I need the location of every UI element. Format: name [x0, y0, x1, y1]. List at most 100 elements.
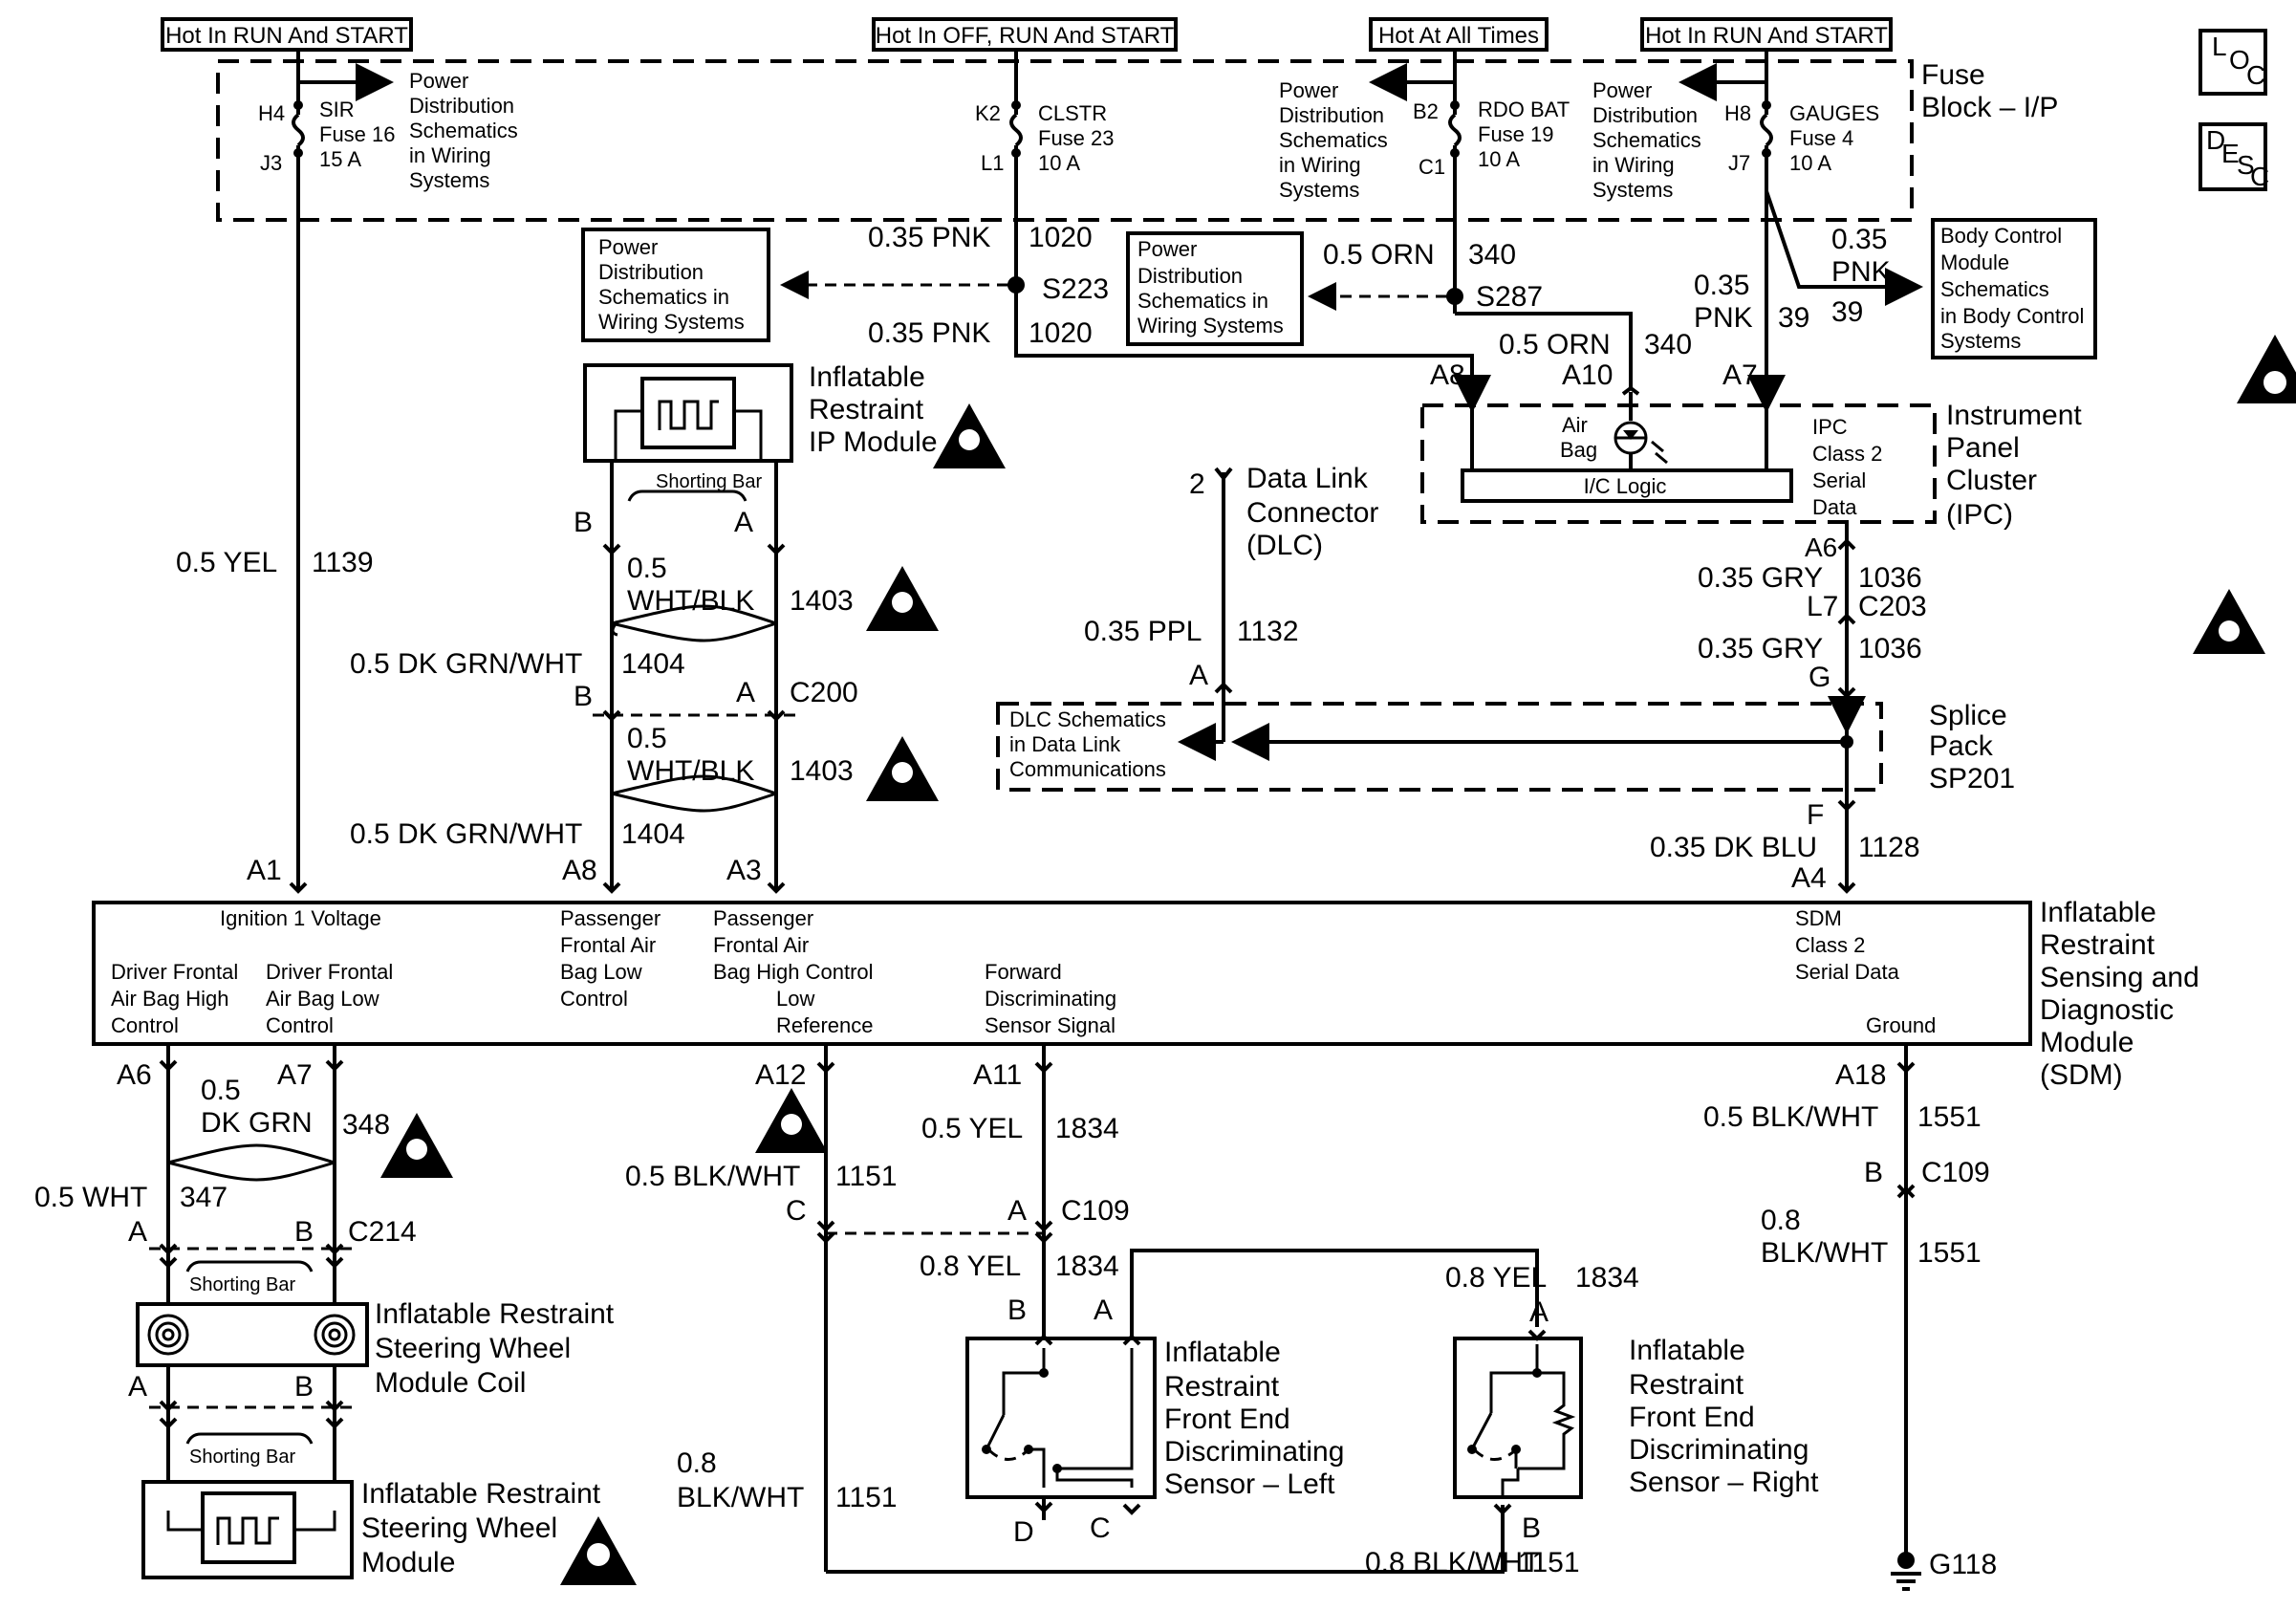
refbox-power-distribution-2[interactable]: Power Distribution Schematics in Wiring … [1126, 231, 1304, 346]
svg-text:0.35 DK BLU: 0.35 DK BLU [1650, 832, 1817, 863]
svg-text:B: B [294, 1216, 314, 1248]
svg-text:0.35: 0.35 [1694, 270, 1749, 301]
svg-text:Front End: Front End [1629, 1402, 1755, 1433]
warning-triangle-icon [933, 403, 1006, 468]
svg-text:C200: C200 [790, 677, 858, 708]
svg-text:Power: Power [1137, 237, 1197, 261]
svg-text:Schematics: Schematics [409, 119, 518, 142]
svg-text:Module: Module [2040, 1027, 2134, 1058]
svg-text:C: C [2246, 60, 2265, 90]
svg-text:SDM: SDM [1795, 906, 1842, 930]
svg-text:SP201: SP201 [1929, 763, 2015, 794]
svg-text:S: S [2237, 150, 2255, 180]
svg-text:C203: C203 [1858, 591, 1927, 622]
svg-text:A: A [736, 677, 755, 708]
fuse-sir: H4 J3 SIR Fuse 16 15 A Power Distributio… [258, 50, 518, 192]
svg-text:1834: 1834 [1055, 1113, 1119, 1144]
svg-text:B: B [1864, 1157, 1883, 1188]
svg-text:D: D [2206, 125, 2225, 155]
svg-text:Control: Control [111, 1013, 179, 1037]
svg-text:C: C [1090, 1512, 1111, 1544]
svg-text:10 A: 10 A [1789, 151, 1831, 175]
refbox-body-control-module[interactable]: Body Control Module Schematics in Body C… [1931, 218, 2097, 359]
svg-text:Passenger: Passenger [713, 906, 813, 930]
svg-text:Ignition 1 Voltage: Ignition 1 Voltage [220, 906, 381, 930]
svg-text:340: 340 [1644, 329, 1692, 360]
svg-text:Module: Module [1940, 250, 2009, 274]
svg-text:in Data Link: in Data Link [1009, 732, 1121, 756]
svg-text:1132: 1132 [1237, 616, 1299, 647]
loc-icon[interactable]: L O C [2199, 29, 2267, 96]
svg-text:J3: J3 [260, 151, 282, 175]
svg-text:Schematics: Schematics [1940, 277, 2049, 301]
svg-text:PNK: PNK [1831, 256, 1891, 288]
svg-text:1551: 1551 [1917, 1237, 1982, 1269]
svg-text:Fuse 16: Fuse 16 [319, 122, 396, 146]
svg-text:Air Bag Low: Air Bag Low [266, 987, 379, 1011]
svg-text:Serial Data: Serial Data [1795, 960, 1900, 984]
svg-text:0.5: 0.5 [627, 723, 667, 754]
svg-text:Restraint: Restraint [809, 394, 924, 425]
svg-text:IPC: IPC [1812, 415, 1848, 439]
svg-text:Wiring Systems: Wiring Systems [1137, 314, 1284, 337]
svg-text:Schematics: Schematics [1592, 128, 1701, 152]
svg-text:Pack: Pack [1929, 730, 1994, 762]
svg-text:0.8 YEL: 0.8 YEL [1445, 1262, 1547, 1294]
svg-text:1404: 1404 [621, 648, 685, 680]
svg-text:A: A [1529, 1296, 1549, 1328]
svg-text:B2: B2 [1413, 99, 1439, 123]
svg-text:Inflatable: Inflatable [1629, 1335, 1745, 1366]
svg-text:(DLC): (DLC) [1246, 530, 1323, 561]
svg-text:B: B [1007, 1295, 1027, 1326]
svg-text:Fuse 23: Fuse 23 [1038, 126, 1115, 150]
svg-text:Systems: Systems [1592, 178, 1673, 202]
svg-text:1036: 1036 [1858, 633, 1922, 664]
svg-text:GAUGES: GAUGES [1789, 101, 1879, 125]
svg-text:S223: S223 [1042, 273, 1109, 305]
svg-text:39: 39 [1778, 302, 1809, 334]
svg-text:Module: Module [361, 1547, 455, 1578]
svg-text:0.8: 0.8 [1761, 1205, 1801, 1236]
svg-text:A: A [1094, 1295, 1113, 1326]
svg-text:Inflatable: Inflatable [1164, 1337, 1281, 1368]
splice-pack-sp201: Splice Pack SP201 [996, 696, 2015, 794]
svg-text:Steering Wheel: Steering Wheel [361, 1512, 557, 1544]
svg-text:Distribution: Distribution [598, 260, 704, 284]
svg-text:Driver Frontal: Driver Frontal [111, 960, 238, 984]
svg-text:(IPC): (IPC) [1946, 499, 2013, 531]
svg-text:1834: 1834 [1575, 1262, 1639, 1294]
warning-triangle-icon [755, 1088, 828, 1153]
svg-text:A: A [1189, 660, 1208, 691]
svg-text:C214: C214 [348, 1216, 417, 1248]
svg-text:BLK/WHT: BLK/WHT [1761, 1237, 1888, 1269]
svg-text:0.35: 0.35 [1831, 224, 1887, 255]
svg-text:Panel: Panel [1946, 432, 2020, 464]
svg-text:0.5: 0.5 [201, 1075, 241, 1106]
steering-wheel-module: Inflatable Restraint Steering Wheel Modu… [141, 1478, 601, 1579]
svg-text:Discriminating: Discriminating [1629, 1434, 1809, 1466]
svg-text:0.8: 0.8 [677, 1447, 717, 1479]
front-end-sensor-right: Inflatable Restraint Front End Discrimin… [1453, 1329, 1819, 1499]
header-clstr: Hot In OFF, RUN And START [872, 17, 1178, 52]
warning-triangle-icon [866, 736, 939, 801]
ip-module: Inflatable Restraint IP Module [583, 361, 938, 463]
svg-text:Control: Control [266, 1013, 334, 1037]
svg-text:1128: 1128 [1858, 832, 1920, 863]
svg-text:B: B [294, 1371, 314, 1403]
fuse-rdo-bat: B2 C1 RDO BAT Fuse 19 10 A Power Distrib… [1279, 50, 1570, 202]
refbox-dlc-schematics[interactable]: DLC Schematics in Data Link Communicatio… [1009, 707, 1166, 781]
svg-text:1151: 1151 [835, 1161, 898, 1192]
svg-text:Sensor – Left: Sensor – Left [1164, 1469, 1335, 1500]
svg-text:1403: 1403 [790, 755, 854, 787]
airbag-warning-lamp-icon [1614, 421, 1668, 470]
svg-text:Instrument: Instrument [1946, 400, 2082, 431]
svg-text:C109: C109 [1061, 1195, 1130, 1227]
svg-text:B: B [574, 681, 593, 712]
svg-text:Ground: Ground [1866, 1013, 1936, 1037]
svg-text:B: B [574, 507, 593, 538]
refbox-power-distribution-1[interactable]: Power Distribution Schematics in Wiring … [581, 228, 770, 342]
svg-text:Bag: Bag [1560, 438, 1597, 462]
desc-icon[interactable]: D E S C [2199, 122, 2269, 191]
svg-text:1834: 1834 [1055, 1251, 1119, 1282]
splice-s287 [1446, 288, 1463, 305]
